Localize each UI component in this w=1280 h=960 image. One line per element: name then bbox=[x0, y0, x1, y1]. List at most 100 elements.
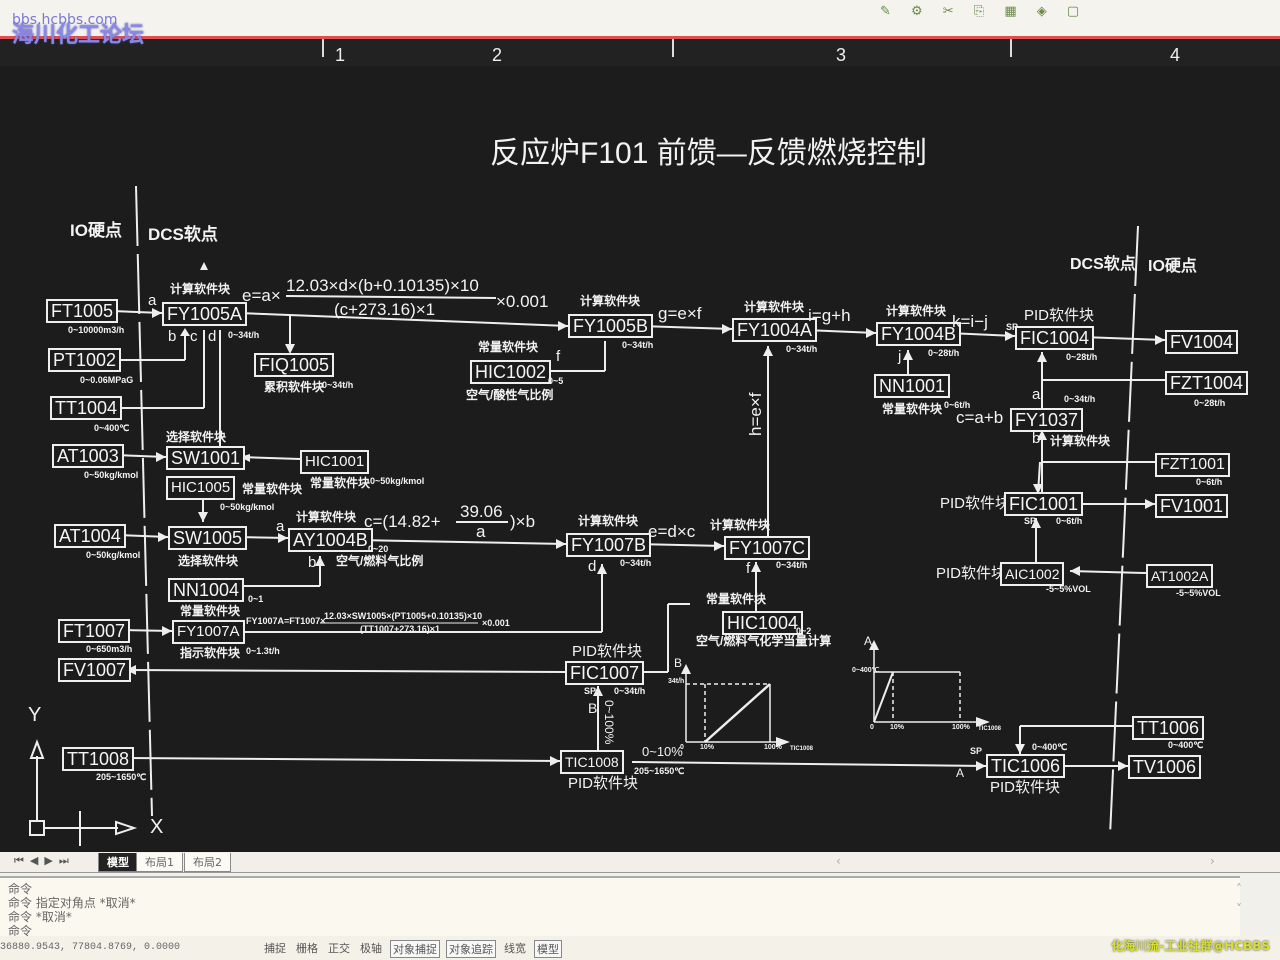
mini-chart-b-ylabel: B bbox=[674, 656, 683, 670]
fy1005a-input-c: c bbox=[190, 328, 198, 345]
sw1001-type: 选择软件块 bbox=[166, 430, 227, 444]
block-fy1007b[interactable]: FY1007B bbox=[566, 533, 652, 557]
block-sw1001[interactable]: SW1001 bbox=[166, 446, 246, 470]
block-aic1002[interactable]: AIC1002 bbox=[1000, 562, 1065, 586]
tic1006-input-a: A bbox=[956, 766, 965, 780]
block-fiq1005[interactable]: FIQ1005 bbox=[254, 353, 335, 377]
tab-layout1[interactable]: 布局1 bbox=[136, 853, 183, 872]
block-fy1004b[interactable]: FY1004B bbox=[876, 322, 962, 346]
command-window[interactable]: 命令 命令 指定对角点 *取消* 命令 *取消* 命令 ˄ ˅ bbox=[0, 876, 1242, 938]
toggle-lineweight[interactable]: 线宽 bbox=[504, 942, 526, 955]
block-fy1007a[interactable]: FY1007A bbox=[172, 620, 245, 644]
zone-right-dcs: DCS软点 bbox=[1070, 256, 1136, 273]
formula-e-numerator: 12.03×d×(b+0.10135)×10 bbox=[286, 276, 479, 295]
io-fv1004[interactable]: FV1004 bbox=[1165, 330, 1239, 354]
io-tt1006[interactable]: TT1006 bbox=[1132, 716, 1205, 740]
link-fic1004-fv1004 bbox=[1081, 336, 1166, 341]
mini-chart-b-xlabel: TIC1008 bbox=[790, 746, 814, 752]
drawing-canvas[interactable]: 反应炉F101 前馈—反馈燃烧控制 IO硬点 DCS软点 DCS软点 IO硬点 … bbox=[0, 66, 1280, 852]
hscroll-left-icon[interactable]: ‹ bbox=[836, 854, 841, 868]
block-nn1004[interactable]: NN1004 bbox=[168, 578, 245, 602]
block-fy1037[interactable]: FY1037 bbox=[1010, 408, 1084, 432]
watermark-url: bbs.hcbbs.com bbox=[12, 12, 118, 28]
tab-layout2[interactable]: 布局2 bbox=[184, 853, 231, 872]
hic1001-range: 0~50kg/kmol bbox=[370, 476, 425, 486]
cursor-coordinates: 36880.9543, 77804.8769, 0.0000 bbox=[0, 942, 181, 953]
block-hic1004[interactable]: HIC1004 bbox=[722, 611, 804, 635]
fic1004-sp: SP bbox=[1006, 322, 1019, 332]
io-at1002a-range: -5~5%VOL bbox=[1176, 588, 1221, 598]
io-at1004[interactable]: AT1004 bbox=[54, 524, 126, 548]
fy1005b-range: 0~34t/h bbox=[622, 340, 654, 350]
tab-navigation-arrows[interactable]: ⏮◀▶⏭ bbox=[14, 854, 75, 867]
block-tic1006[interactable]: TIC1006 bbox=[986, 754, 1066, 778]
io-ft1005[interactable]: FT1005 bbox=[46, 299, 119, 323]
fic1007-input-b: B bbox=[588, 700, 598, 716]
vscroll-up-icon[interactable]: ˄ bbox=[1236, 882, 1242, 896]
io-fv1007[interactable]: FV1007 bbox=[58, 658, 132, 682]
io-tv1006[interactable]: TV1006 bbox=[1128, 755, 1202, 779]
mini-chart-a-xtick-10: 10% bbox=[890, 724, 905, 731]
io-tt1004[interactable]: TT1004 bbox=[50, 396, 123, 420]
toolbar-icons[interactable]: ✎ ⚙ ✂ ⎘ ▦ ◈ ▢ bbox=[880, 4, 1088, 19]
mini-chart-a-ylabel: A bbox=[864, 634, 873, 648]
toggle-polar[interactable]: 极轴 bbox=[360, 942, 382, 955]
io-at1002a[interactable]: AT1002A bbox=[1146, 564, 1214, 588]
block-fy1005b[interactable]: FY1005B bbox=[568, 314, 654, 338]
command-line-3: 命令 *取消* bbox=[8, 910, 72, 924]
formula-e-prefix: e=a× bbox=[242, 286, 281, 305]
block-fic1001[interactable]: FIC1001 bbox=[1004, 492, 1084, 516]
block-hic1002[interactable]: HIC1002 bbox=[470, 360, 552, 384]
toggle-grid[interactable]: 栅格 bbox=[296, 942, 318, 955]
formula-fy1007a-denominator: (TT1007+273.16)×1 bbox=[360, 624, 441, 634]
fiq1005-range: 0~34t/h bbox=[322, 380, 354, 390]
block-hic1005[interactable]: HIC1005 bbox=[166, 476, 236, 500]
ruler-col-3: 3 bbox=[836, 45, 847, 65]
toggle-osnap[interactable]: 对象捕捉 bbox=[390, 940, 440, 958]
watermark-top: bbs.hcbbs.com 海川化工论坛 bbox=[12, 12, 144, 47]
block-tic1008[interactable]: TIC1008 bbox=[560, 750, 624, 774]
io-at1003-range: 0~50kg/kmol bbox=[84, 470, 139, 480]
command-line-4[interactable]: 命令 bbox=[8, 924, 33, 938]
io-fv1001[interactable]: FV1001 bbox=[1155, 494, 1229, 518]
toggle-otrack[interactable]: 对象追踪 bbox=[446, 940, 496, 958]
fy1007a-type: 指示软件块 bbox=[180, 646, 241, 660]
fy1007a-header-type: 常量软件块 bbox=[180, 604, 241, 618]
fiq1005-type: 累积软件块 bbox=[264, 380, 325, 394]
io-pt1002[interactable]: PT1002 bbox=[48, 348, 122, 372]
block-ay1004b[interactable]: AY1004B bbox=[288, 528, 373, 552]
ruler-tick bbox=[322, 39, 324, 57]
link-tt1008 bbox=[125, 757, 561, 762]
fy1037-type: 计算软件块 bbox=[1050, 434, 1111, 448]
io-fzt1004[interactable]: FZT1004 bbox=[1165, 371, 1249, 395]
block-fy1007c[interactable]: FY1007C bbox=[724, 536, 811, 560]
fic1001-range: 0~6t/h bbox=[1056, 516, 1083, 526]
block-fic1007[interactable]: FIC1007 bbox=[565, 661, 645, 685]
hscroll-right-icon[interactable]: › bbox=[1210, 854, 1215, 868]
mini-chart-b-xtick-100: 100% bbox=[764, 744, 782, 751]
boundary-line-left bbox=[135, 185, 153, 817]
io-ft1007[interactable]: FT1007 bbox=[58, 619, 131, 643]
io-tt1008[interactable]: TT1008 bbox=[62, 747, 135, 771]
io-fzt1001[interactable]: FZT1001 bbox=[1155, 453, 1230, 477]
toggle-model[interactable]: 模型 bbox=[534, 940, 562, 958]
formula-h: h=e×f bbox=[746, 392, 765, 437]
vscroll-down-icon[interactable]: ˅ bbox=[1236, 902, 1242, 916]
mini-chart-b-origin: 0 bbox=[680, 744, 684, 751]
tab-model[interactable]: 模型 bbox=[98, 853, 138, 872]
block-fic1004[interactable]: FIC1004 bbox=[1015, 326, 1095, 350]
toggle-snap[interactable]: 捕捉 bbox=[264, 942, 286, 955]
block-fy1004a[interactable]: FY1004A bbox=[732, 318, 818, 342]
fy1037-input-b: b bbox=[1032, 430, 1041, 447]
block-sw1005[interactable]: SW1005 bbox=[168, 526, 248, 550]
io-at1003[interactable]: AT1003 bbox=[52, 444, 124, 468]
ay1004b-input-a: a bbox=[276, 518, 285, 535]
block-fy1005a[interactable]: FY1005A bbox=[162, 302, 248, 326]
fy1005a-input-a: a bbox=[148, 292, 157, 309]
ruler-col-2: 2 bbox=[492, 45, 503, 65]
link-fy1005b-fy1004a bbox=[639, 325, 733, 330]
toggle-ortho[interactable]: 正交 bbox=[328, 942, 350, 955]
hic1002-range: 0~5 bbox=[548, 376, 564, 386]
block-nn1001[interactable]: NN1001 bbox=[874, 374, 951, 398]
block-hic1001[interactable]: HIC1001 bbox=[300, 450, 370, 474]
